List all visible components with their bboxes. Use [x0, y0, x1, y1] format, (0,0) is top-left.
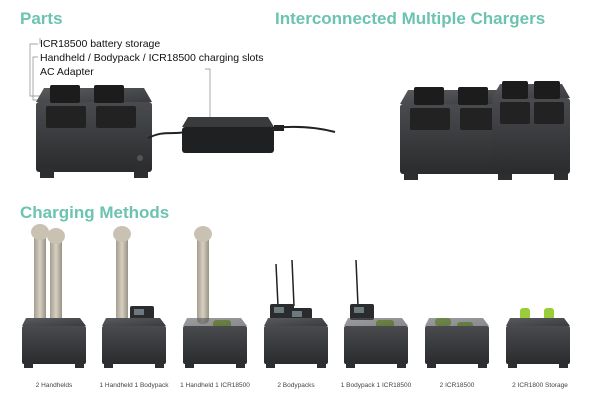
caption-method-2: 1 Handheld 1 Bodypack — [99, 382, 169, 389]
parts-heading: Parts — [20, 9, 63, 28]
method-7-icr-storage — [506, 308, 570, 368]
callout-battery-storage: ICR18500 battery storage — [40, 38, 161, 50]
method-4-two-bodypacks — [264, 259, 328, 368]
caption-method-5: 1 Bodypack 1 ICR18500 — [340, 382, 412, 389]
caption-method-3: 1 Handheld 1 ICR18500 — [180, 382, 250, 389]
method-2-handheld-bodypack — [102, 226, 166, 368]
interconnected-chargers — [400, 81, 570, 180]
microphone-icon — [34, 232, 46, 324]
caption-method-1: 2 Handhelds — [35, 382, 73, 389]
interconnected-heading: Interconnected Multiple Chargers — [275, 9, 546, 28]
parts-charger — [36, 85, 152, 178]
caption-method-6: 2 ICR18500 — [439, 382, 475, 389]
method-6-two-icr18500 — [425, 318, 489, 368]
microphone-icon — [197, 234, 209, 324]
method-1-two-handhelds — [22, 224, 86, 368]
ac-adapter — [182, 117, 284, 153]
method-3-handheld-icr18500 — [183, 226, 247, 368]
charging-methods-heading: Charging Methods — [20, 203, 170, 222]
microphone-icon — [116, 234, 128, 324]
callout-ac-adapter: AC Adapter — [40, 66, 94, 78]
parts-callouts: ICR18500 battery storage Handheld / Body… — [40, 37, 264, 79]
caption-method-7: 2 ICR1800 Storage — [512, 382, 568, 389]
caption-method-4: 2 Bodypacks — [277, 382, 315, 389]
method-5-bodypack-icr18500 — [344, 259, 408, 368]
callout-charging-slots: Handheld / Bodypack / ICR18500 charging … — [40, 52, 264, 64]
microphone-icon — [50, 236, 62, 324]
method-captions: 2 Handhelds 1 Handheld 1 Bodypack 1 Hand… — [0, 382, 600, 396]
